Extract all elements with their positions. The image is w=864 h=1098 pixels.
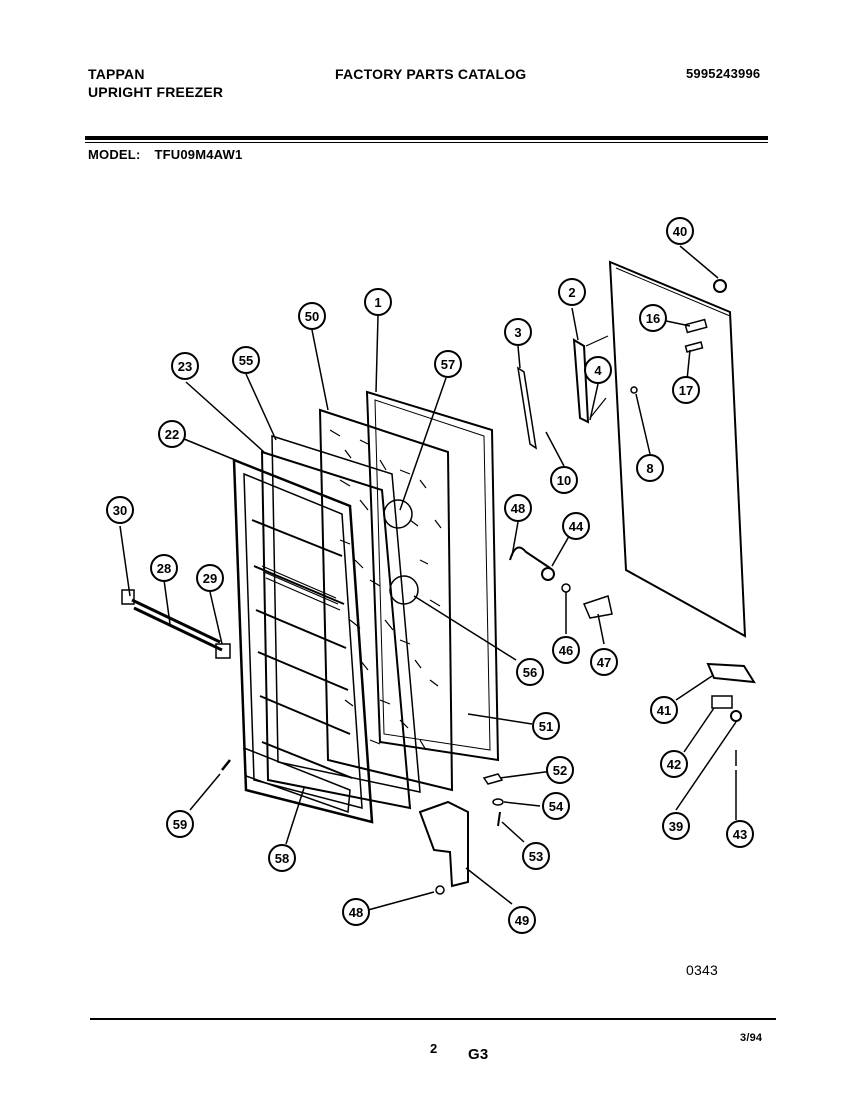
svg-text:29: 29 — [203, 571, 217, 586]
svg-text:54: 54 — [549, 799, 564, 814]
svg-text:49: 49 — [515, 913, 529, 928]
model-row: MODEL: TFU09M4AW1 — [88, 147, 256, 162]
callout-56: 56 — [516, 658, 544, 686]
outer-door-panel — [608, 260, 747, 638]
brand-name: TAPPAN — [88, 66, 145, 82]
callout-55: 55 — [232, 346, 260, 374]
catalog-part-number: 5995243996 — [686, 66, 761, 81]
model-label: MODEL: — [88, 147, 141, 162]
section-code: G3 — [468, 1046, 489, 1063]
svg-text:22: 22 — [165, 427, 179, 442]
callout-48: 48 — [504, 494, 532, 522]
svg-text:56: 56 — [523, 665, 537, 680]
callout-43: 43 — [726, 820, 754, 848]
callout-8: 8 — [636, 454, 664, 482]
svg-text:44: 44 — [569, 519, 584, 534]
inner-door-liner — [232, 458, 374, 824]
callout-52: 52 — [546, 756, 574, 784]
model-value: TFU09M4AW1 — [154, 147, 243, 162]
callout-2: 2 — [558, 278, 586, 306]
callout-59: 59 — [166, 810, 194, 838]
callout-3: 3 — [504, 318, 532, 346]
callout-22: 22 — [158, 420, 186, 448]
svg-text:30: 30 — [113, 503, 127, 518]
footer-rule — [90, 1018, 776, 1020]
callout-47: 47 — [590, 648, 618, 676]
svg-text:16: 16 — [646, 311, 660, 326]
callout-10: 10 — [550, 466, 578, 494]
callout-29: 29 — [196, 564, 224, 592]
svg-text:42: 42 — [667, 757, 681, 772]
door-insulation — [318, 408, 454, 792]
svg-text:40: 40 — [673, 224, 687, 239]
door-liner — [365, 390, 500, 762]
svg-text:39: 39 — [669, 819, 683, 834]
svg-text:47: 47 — [597, 655, 611, 670]
callout-28: 28 — [150, 554, 178, 582]
catalog-title: FACTORY PARTS CATALOG — [335, 66, 527, 82]
callout-51: 51 — [532, 712, 560, 740]
callout-44: 44 — [562, 512, 590, 540]
svg-text:43: 43 — [733, 827, 747, 842]
callout-4: 4 — [584, 356, 612, 384]
callout-1: 1 — [364, 288, 392, 316]
svg-text:17: 17 — [679, 383, 693, 398]
callout-49: 49 — [508, 906, 536, 934]
svg-text:28: 28 — [157, 561, 171, 576]
callout-30: 30 — [106, 496, 134, 524]
callout-50: 50 — [298, 302, 326, 330]
callout-17: 17 — [672, 376, 700, 404]
svg-text:41: 41 — [657, 703, 671, 718]
svg-text:2: 2 — [568, 285, 575, 300]
header-rule-thin — [85, 142, 768, 143]
svg-text:4: 4 — [594, 363, 602, 378]
svg-text:48: 48 — [511, 501, 525, 516]
revision-date: 3/94 — [740, 1032, 763, 1044]
callout-16: 16 — [639, 304, 667, 332]
drawing-code: 0343 — [686, 962, 718, 978]
svg-text:59: 59 — [173, 817, 187, 832]
svg-text:52: 52 — [553, 763, 567, 778]
svg-text:50: 50 — [305, 309, 319, 324]
product-name: UPRIGHT FREEZER — [88, 84, 224, 100]
svg-text:3: 3 — [514, 325, 521, 340]
callout-58: 58 — [268, 844, 296, 872]
callout-48-bottom: 48 — [342, 898, 370, 926]
door-gasket — [260, 450, 412, 810]
callout-46: 46 — [552, 636, 580, 664]
callout-41: 41 — [650, 696, 678, 724]
callout-53: 53 — [522, 842, 550, 870]
svg-text:55: 55 — [239, 353, 253, 368]
callout-40: 40 — [666, 217, 694, 245]
header-rule-thick — [85, 136, 768, 140]
svg-text:8: 8 — [646, 461, 653, 476]
svg-text:1: 1 — [374, 295, 381, 310]
page-number: 2 — [430, 1041, 438, 1056]
svg-text:58: 58 — [275, 851, 289, 866]
svg-text:48: 48 — [349, 905, 363, 920]
svg-text:10: 10 — [557, 473, 571, 488]
callout-57: 57 — [434, 350, 462, 378]
svg-text:46: 46 — [559, 643, 573, 658]
callout-bubbles: 40 2 16 1 50 3 17 4 57 55 23 8 10 22 48 … — [106, 217, 754, 934]
svg-text:23: 23 — [178, 359, 192, 374]
svg-text:51: 51 — [539, 719, 553, 734]
callout-39: 39 — [662, 812, 690, 840]
svg-text:53: 53 — [529, 849, 543, 864]
svg-text:57: 57 — [441, 357, 455, 372]
callout-54: 54 — [542, 792, 570, 820]
callout-42: 42 — [660, 750, 688, 778]
callout-23: 23 — [171, 352, 199, 380]
